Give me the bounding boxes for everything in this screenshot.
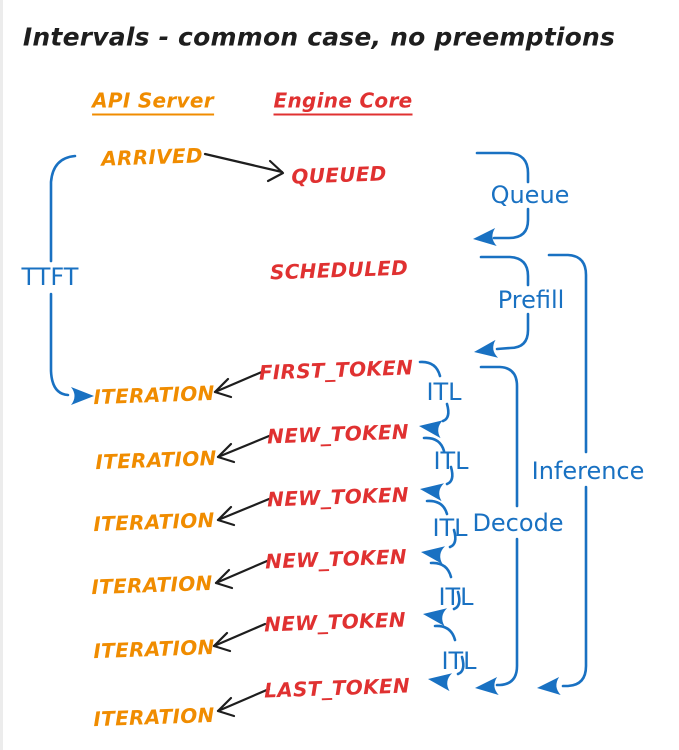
page-edge: [0, 0, 3, 750]
interval-decode-label: Decode: [472, 509, 564, 537]
interval-queue-label: Queue: [490, 181, 570, 209]
prefill-arrowhead-icon: [472, 339, 499, 361]
arrow-new-token-4-to-iteration: [212, 622, 267, 653]
itl-connector-1: [417, 360, 450, 439]
event-iteration-1: ITERATION: [92, 380, 216, 410]
interval-inference-label: Inference: [531, 457, 645, 485]
arrow-last-token-to-iteration: [216, 687, 271, 718]
interval-ttft-label: TTFT: [21, 263, 79, 291]
event-iteration-4: ITERATION: [90, 570, 214, 600]
arrow-new-token-3-to-iteration: [214, 559, 269, 590]
decode-bracket: [474, 365, 519, 697]
interval-itl-label-3: ITL: [432, 514, 468, 542]
event-last-token: LAST_TOKEN: [263, 673, 411, 703]
event-queued: QUEUED: [291, 161, 387, 189]
event-new-token-4: NEW_TOKEN: [263, 607, 407, 637]
interval-itl-label-4: ITL: [438, 583, 474, 611]
interval-itl-label-5: ITL: [441, 647, 477, 675]
arrow-new-token-2-to-iteration: [216, 497, 271, 527]
itl-arrowhead-icon: [418, 480, 445, 502]
ttft-arrowhead-icon: [71, 387, 94, 405]
interval-itl-label-1: ITL: [426, 378, 462, 406]
interval-prefill-label: Prefill: [497, 286, 565, 314]
event-new-token-1: NEW_TOKEN: [266, 419, 410, 449]
decode-arrowhead-icon: [474, 677, 499, 697]
diagram-title: Intervals - common case, no preemptions: [22, 22, 616, 52]
itl-connector-3: [419, 499, 457, 565]
inference-arrowhead-icon: [536, 677, 561, 697]
event-new-token-3: NEW_TOKEN: [264, 544, 408, 574]
prefill-bracket: [472, 255, 530, 361]
itl-connector-2: [418, 436, 454, 502]
inference-bracket: [536, 253, 588, 697]
event-iteration-5: ITERATION: [92, 634, 216, 664]
event-scheduled: SCHEDULED: [269, 255, 409, 285]
event-iteration-3: ITERATION: [92, 507, 216, 537]
api-server-header: API Server: [92, 89, 214, 116]
event-new-token-2: NEW_TOKEN: [266, 482, 410, 512]
event-iteration-2: ITERATION: [94, 445, 218, 475]
itl-connector-4: [421, 561, 461, 627]
queue-bracket: [472, 151, 530, 248]
event-arrived: ARRIVED: [100, 143, 204, 171]
arrow-arrived-to-queued: [203, 152, 285, 183]
ttft-bracket: [49, 154, 94, 405]
engine-core-header: Engine Core: [273, 89, 413, 116]
arrow-new-token-1-to-iteration: [216, 434, 271, 464]
interval-itl-label-2: ITL: [433, 447, 469, 475]
itl-connector-5: [426, 624, 465, 692]
itl-arrowhead-icon: [419, 543, 446, 565]
event-iteration-6: ITERATION: [92, 702, 216, 732]
arrow-first-token-to-iteration: [213, 369, 266, 399]
itl-arrowhead-icon: [417, 417, 444, 439]
